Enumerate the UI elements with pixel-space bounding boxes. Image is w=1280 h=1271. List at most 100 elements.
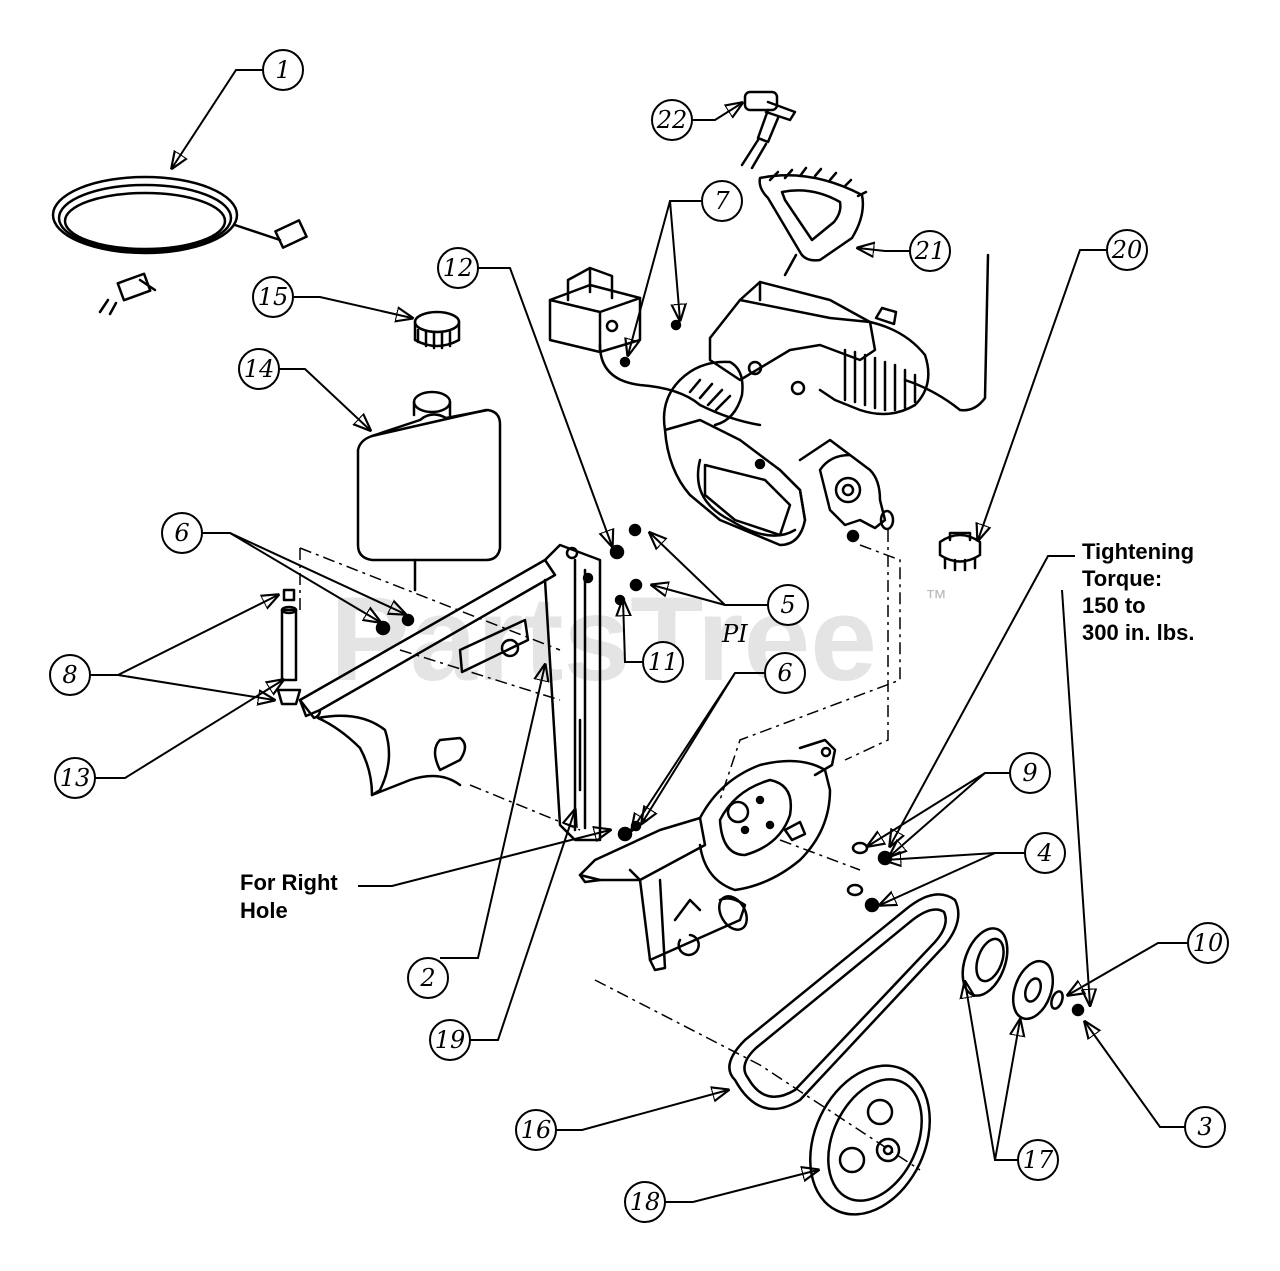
- callout-bubble: [1106, 229, 1148, 271]
- grommet-part: [938, 531, 982, 572]
- callout-label: 14: [244, 355, 275, 383]
- callout-bubble: [252, 276, 294, 318]
- callout-13: 13: [54, 680, 283, 799]
- callout-leader: [868, 772, 1010, 846]
- callout-leader: [665, 1170, 818, 1203]
- callout-leader: [1068, 942, 1188, 995]
- callout-label: 21: [914, 237, 946, 265]
- callout-bubble: [429, 1019, 471, 1061]
- callout-label: 12: [443, 254, 474, 282]
- callout-leader: [478, 267, 612, 546]
- callout-bubble: [49, 654, 91, 696]
- callout-bubble: [909, 230, 951, 272]
- callout-leader: [279, 368, 370, 430]
- callout-14: 14: [238, 348, 370, 430]
- right-hole-note-line-2: Hole: [240, 898, 288, 923]
- callout-leader: [692, 103, 742, 121]
- callout-bubble: [515, 1109, 557, 1151]
- callout-label: 1: [275, 56, 290, 84]
- fuel-tank-part: [356, 390, 502, 592]
- callout-16: 16: [515, 1090, 728, 1151]
- callout-2: 2: [407, 665, 545, 999]
- watermark-tm: ™: [925, 585, 947, 610]
- pulley-part: [961, 927, 1064, 1021]
- torque-note: Tightening Torque: 150 to 300 in. lbs.: [1082, 539, 1195, 645]
- callout-label: 16: [521, 1116, 552, 1144]
- callout-label: 8: [62, 661, 77, 689]
- callout-leader: [978, 249, 1107, 540]
- torque-note-line-2: Torque:: [1082, 566, 1162, 591]
- callout-leader: [880, 852, 996, 905]
- callout-6a: 6: [161, 512, 405, 622]
- callout-17: 17: [965, 982, 1059, 1181]
- callout-leader: [669, 200, 680, 320]
- callout-leader: [885, 853, 1025, 860]
- electric-starter-part: [548, 266, 762, 427]
- engine-part: [662, 253, 990, 547]
- callout-bubble: [624, 1181, 666, 1223]
- callout-leader: [117, 674, 274, 700]
- callout-bubble: [262, 49, 304, 91]
- callout-label: 4: [1036, 839, 1052, 867]
- callout-9: 9: [868, 752, 1051, 856]
- callout-label: 9: [1022, 759, 1037, 787]
- torque-note-line-1: Tightening: [1082, 539, 1194, 564]
- callout-22: 22: [651, 99, 742, 141]
- callout-bubble: [767, 584, 809, 626]
- callout-bubble: [701, 180, 743, 222]
- callout-leader: [172, 69, 262, 168]
- power-cord-part: [51, 175, 308, 316]
- callout-7: 7: [628, 180, 743, 355]
- watermark: PartsTree ™: [330, 572, 947, 706]
- callout-leader: [229, 532, 405, 614]
- callout-6b: 6: [632, 652, 806, 830]
- callout-bubble: [642, 641, 684, 683]
- callout-bubble: [238, 348, 280, 390]
- right-hole-note: For Right Hole: [240, 870, 338, 923]
- callout-1: 1: [172, 49, 304, 168]
- callout-18: 18: [624, 1170, 818, 1223]
- callout-label: 3: [1197, 1113, 1212, 1141]
- callout-bubble: [1024, 832, 1066, 874]
- callout-label: 13: [60, 764, 91, 792]
- callout-21: 21: [858, 230, 951, 272]
- callout-leader: [556, 1090, 728, 1131]
- callout-label: 19: [435, 1026, 466, 1054]
- callout-leader: [890, 772, 986, 856]
- callout-label: 17: [1023, 1146, 1054, 1174]
- callout-leader: [652, 585, 726, 606]
- torque-note-line-3: 150 to: [1082, 593, 1146, 618]
- callout-15: 15: [252, 276, 412, 318]
- callout-bubble: [161, 512, 203, 554]
- assembly-lines: [299, 530, 921, 1171]
- callout-label: 5: [780, 591, 795, 619]
- callout-bubble: [437, 247, 479, 289]
- callout-leader: [623, 600, 643, 663]
- callout-bubble: [1187, 922, 1229, 964]
- large-pulley-part: [808, 1064, 932, 1216]
- callout-bubble: [54, 757, 96, 799]
- callout-label: 20: [1111, 236, 1143, 264]
- callout-label: 6: [777, 659, 792, 687]
- callout-5: 5: [650, 533, 809, 626]
- callout-bubble: [407, 957, 449, 999]
- callout-10: 10: [1068, 922, 1229, 995]
- pi-mark: PI: [721, 620, 748, 648]
- callout-bubble: [1017, 1139, 1059, 1181]
- torque-note-line-4: 300 in. lbs.: [1082, 620, 1195, 645]
- callout-label: 18: [630, 1188, 661, 1216]
- callout-label: 10: [1193, 929, 1224, 957]
- lower-frame-part: [433, 736, 837, 972]
- annotation-leaders: [358, 555, 1090, 1005]
- callout-leader: [440, 665, 545, 959]
- callout-label: 7: [714, 187, 730, 215]
- callout-11: 11: [623, 600, 684, 683]
- callout-leader: [90, 595, 278, 676]
- callout-20: 20: [978, 229, 1148, 540]
- primer-part: [740, 90, 797, 170]
- callout-leader: [1085, 1022, 1185, 1128]
- callout-label: 22: [656, 106, 688, 134]
- right-hole-note-line-1: For Right: [240, 870, 338, 895]
- callout-label: 6: [174, 519, 189, 547]
